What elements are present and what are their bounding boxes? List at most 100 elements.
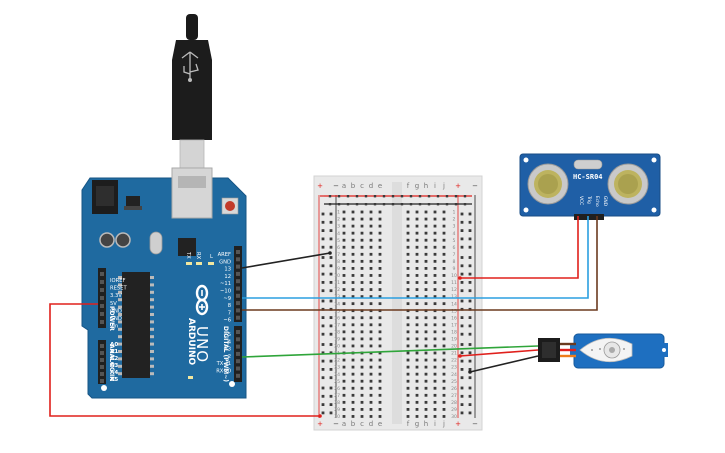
row-number: 19 bbox=[451, 337, 457, 343]
row-number: 10 bbox=[334, 273, 340, 279]
row-number: 12 bbox=[451, 287, 457, 293]
row-number: 18 bbox=[451, 329, 457, 335]
digital-pin-label: ~10 bbox=[220, 289, 231, 295]
digital-pin-label: ~3 bbox=[223, 347, 231, 353]
col-letter-bottom: c bbox=[360, 420, 364, 428]
power-pin-label: IOREF bbox=[110, 278, 125, 284]
power-pin-label: GND bbox=[110, 308, 122, 314]
arduino-brand-label: ARDUINO bbox=[186, 318, 196, 366]
row-number: 2 bbox=[337, 217, 340, 223]
row-number: 28 bbox=[451, 400, 457, 406]
power-pin-label: Vin bbox=[110, 324, 118, 330]
digital-pin-label: 2 bbox=[228, 354, 231, 360]
sensor-pin-label: Trig bbox=[586, 195, 592, 204]
row-number: 3 bbox=[453, 224, 456, 230]
digital-pin-label: ~5 bbox=[223, 332, 231, 338]
row-number: 20 bbox=[451, 344, 457, 350]
row-number: 28 bbox=[334, 400, 340, 406]
sensor-pin-label: GND bbox=[602, 196, 608, 207]
rail-sign-bottom: + bbox=[317, 420, 323, 428]
col-letter-bottom: f bbox=[407, 420, 410, 428]
analog-pin-label: A2 bbox=[110, 356, 118, 362]
row-number: 21 bbox=[451, 351, 457, 357]
row-number: 9 bbox=[453, 266, 456, 272]
arduino-model-label: UNO bbox=[193, 326, 211, 363]
analog-pin-label: A0 bbox=[110, 342, 118, 348]
sensor-label: HC-SR04 bbox=[573, 173, 603, 181]
row-number: 11 bbox=[451, 280, 457, 286]
analog-header-title: ANALOG IN bbox=[108, 344, 115, 381]
row-number: 1 bbox=[453, 210, 456, 216]
row-number: 26 bbox=[334, 386, 340, 392]
row-number: 15 bbox=[334, 308, 340, 314]
digital-pin-label: AREF bbox=[218, 252, 231, 258]
row-number: 30 bbox=[334, 414, 340, 420]
row-number: 8 bbox=[453, 259, 456, 265]
row-number: 6 bbox=[453, 245, 456, 251]
power-pin-label: GND bbox=[110, 316, 122, 322]
row-number: 14 bbox=[334, 301, 340, 307]
row-number: 4 bbox=[337, 231, 340, 237]
col-letter-bottom: e bbox=[378, 420, 382, 428]
col-letter-top: g bbox=[415, 182, 419, 190]
row-number: 29 bbox=[451, 407, 457, 413]
wires bbox=[49, 195, 598, 418]
row-number: 7 bbox=[453, 252, 456, 258]
analog-pin-label: A3 bbox=[110, 363, 118, 369]
usb-cable bbox=[172, 14, 212, 169]
row-number: 14 bbox=[451, 301, 457, 307]
col-letter-top: i bbox=[434, 182, 436, 190]
row-number: 29 bbox=[334, 407, 340, 413]
led-label: TX bbox=[185, 251, 191, 259]
row-number: 6 bbox=[337, 245, 340, 251]
analog-pin-label: A4 bbox=[110, 370, 118, 376]
row-number: 7 bbox=[337, 252, 340, 258]
digital-pin-label: 12 bbox=[224, 274, 231, 280]
col-letter-bottom: i bbox=[434, 420, 436, 428]
row-number: 24 bbox=[334, 372, 340, 378]
row-number: 16 bbox=[451, 315, 457, 321]
micro-servo bbox=[538, 333, 668, 369]
digital-pin-label: RX←0 bbox=[216, 369, 231, 375]
digital-pin-label: ~11 bbox=[220, 281, 231, 287]
led-l-label: L bbox=[210, 254, 213, 260]
power-pin-label: RESET bbox=[110, 286, 127, 292]
digital-pin-label: GND bbox=[219, 259, 231, 265]
row-number: 5 bbox=[337, 238, 340, 244]
row-number: 25 bbox=[334, 379, 340, 385]
col-letter-bottom: d bbox=[369, 420, 373, 428]
digital-pin-label: 4 bbox=[228, 339, 232, 345]
col-letter-top: a bbox=[342, 182, 346, 190]
sensor-pin-label: VCC bbox=[578, 196, 584, 205]
led-label: RX bbox=[195, 252, 201, 260]
rail-sign-bottom: + bbox=[455, 420, 461, 428]
col-letter-bottom: j bbox=[442, 420, 445, 428]
row-number: 17 bbox=[451, 322, 457, 328]
row-number: 19 bbox=[334, 337, 340, 343]
row-number: 23 bbox=[451, 365, 457, 371]
row-number: 16 bbox=[334, 315, 340, 321]
rail-sign-top: + bbox=[317, 182, 323, 190]
row-number: 22 bbox=[334, 358, 340, 364]
analog-pin-label: A1 bbox=[110, 349, 118, 355]
col-letter-bottom: h bbox=[424, 420, 428, 428]
col-letter-top: c bbox=[360, 182, 364, 190]
col-letter-top: e bbox=[378, 182, 382, 190]
col-letter-top: d bbox=[369, 182, 373, 190]
power-header-title: POWER bbox=[108, 306, 115, 331]
power-pin-label: 5V bbox=[110, 301, 117, 307]
rail-sign-top: − bbox=[472, 182, 478, 190]
power-pin-label: 3.3V bbox=[110, 293, 122, 299]
row-number: 30 bbox=[451, 414, 457, 420]
row-number: 26 bbox=[451, 386, 457, 392]
row-number: 3 bbox=[337, 224, 340, 230]
row-number: 20 bbox=[334, 344, 340, 350]
digital-pin-label: 8 bbox=[228, 303, 231, 309]
row-number: 12 bbox=[334, 287, 340, 293]
arduino-uno-board: ARDUINO UNO POWER ANALOG IN DIGITAL (PWM… bbox=[81, 167, 247, 399]
row-number: 8 bbox=[337, 259, 340, 265]
row-number: 17 bbox=[334, 322, 340, 328]
